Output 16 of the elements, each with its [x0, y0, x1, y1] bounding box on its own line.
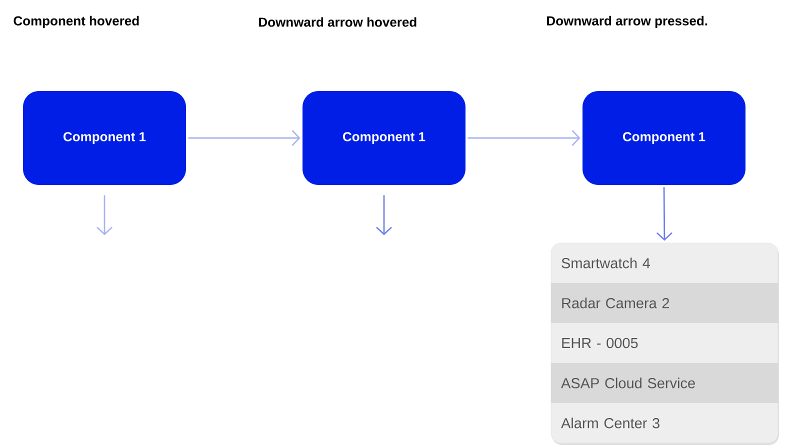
arrow [188, 130, 300, 146]
arrow [96, 195, 112, 236]
menu-item: Radar Camera 2 [551, 283, 778, 323]
menu-item: Smartwatch 4 [562, 258, 650, 268]
column-heading: Downward arrow pressed. [547, 16, 708, 28]
menu-item: ASAP Cloud Service [551, 363, 778, 403]
menu-item: Alarm Center 3 [561, 418, 660, 428]
component-box: Component 1 [302, 91, 466, 185]
column-heading: Downward arrow hovered [259, 17, 416, 27]
component-box: Component 1 [23, 91, 186, 185]
arrow [468, 130, 580, 146]
component-box: Component 1 [582, 91, 746, 185]
arrow [656, 187, 672, 241]
arrow [376, 195, 392, 236]
menu-item: EHR - 0005 [562, 338, 638, 348]
column-heading: Component hovered [14, 16, 139, 28]
